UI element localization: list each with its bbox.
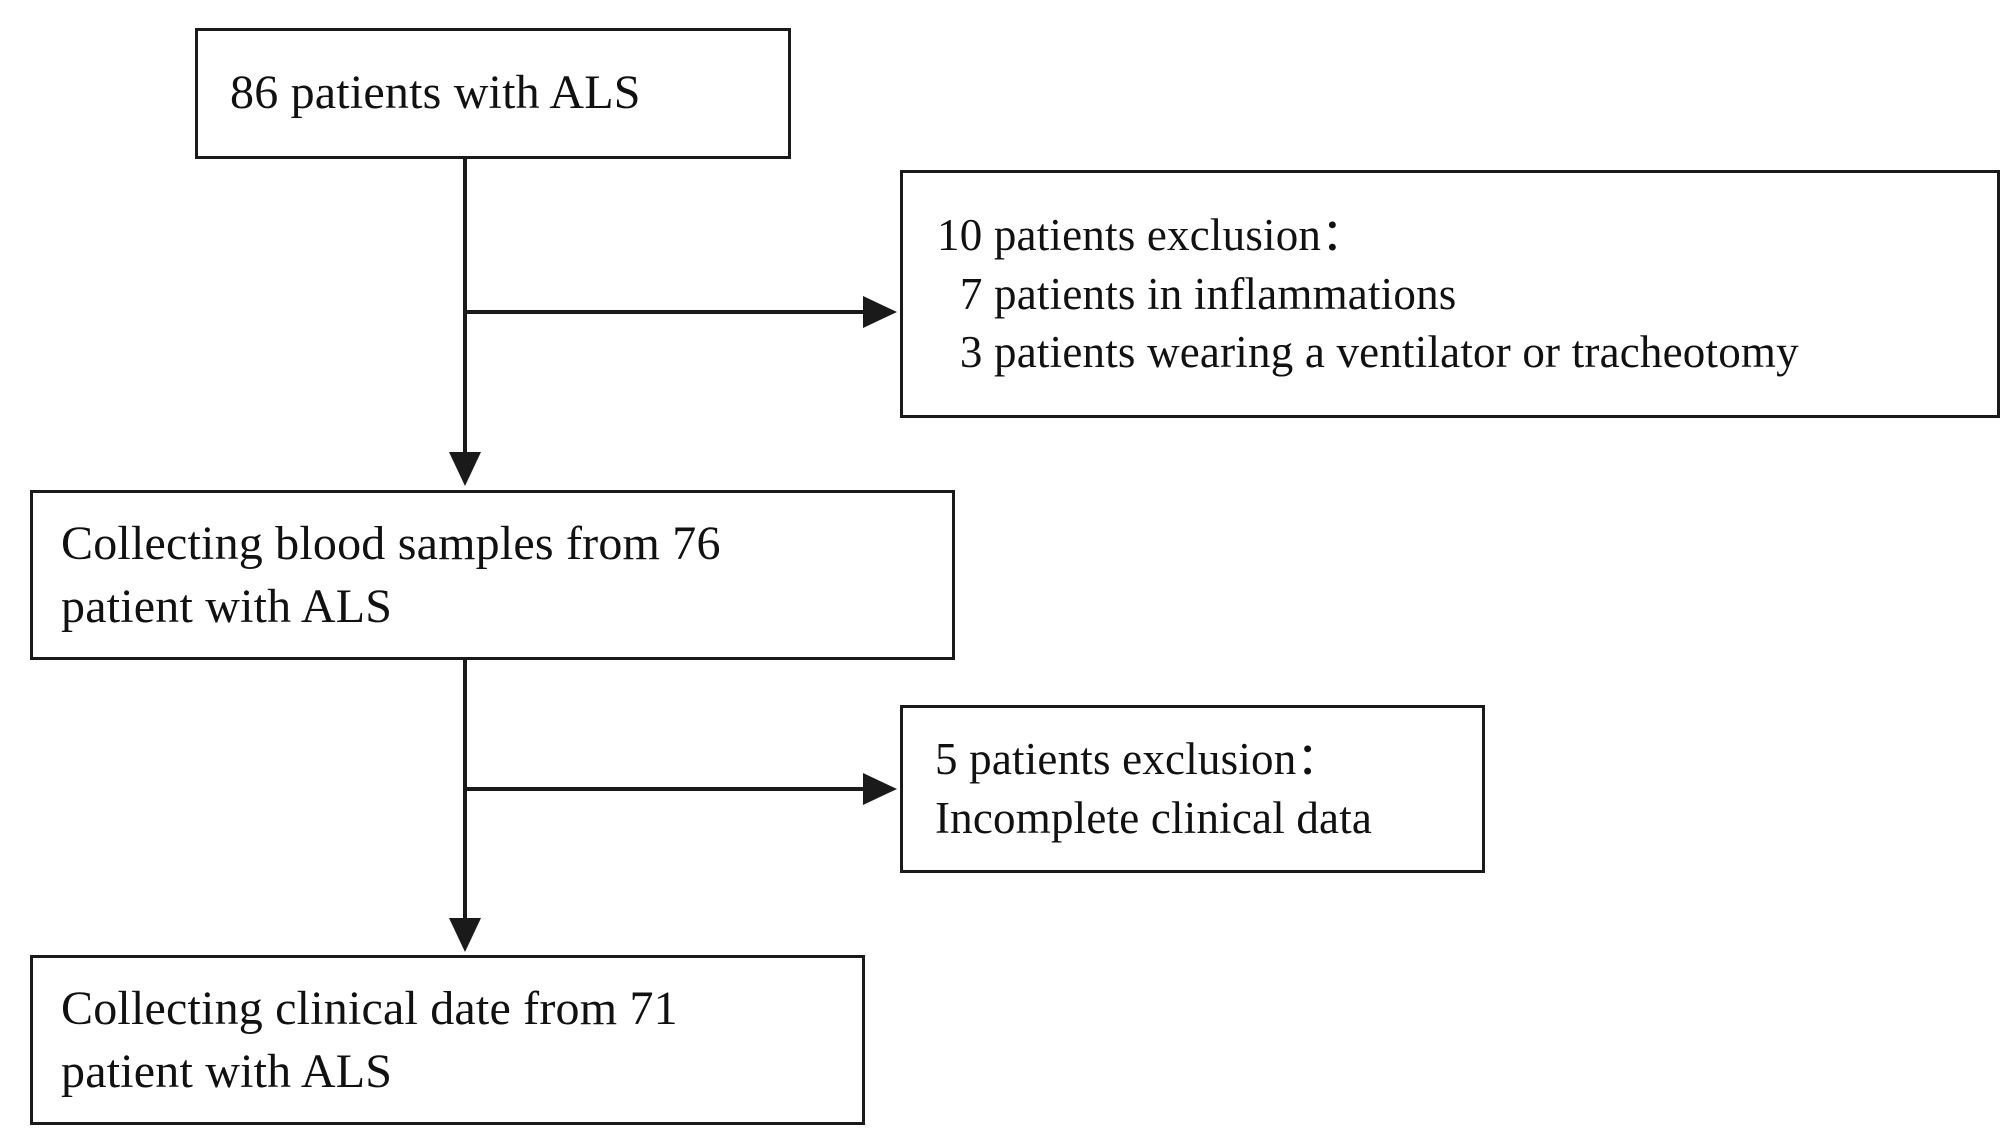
node-clinical-data-cohort: Collecting clinical date from 71 patient…: [30, 955, 865, 1125]
node-exclusion-first-line-2: 7 patients in inflammations: [937, 268, 1457, 319]
edge-enrolled-to-blood-arrowhead: [449, 452, 481, 486]
node-exclusion-first-line-3: 3 patients wearing a ventilator or trach…: [937, 327, 1799, 378]
node-exclusion-first-line-1: 10 patients exclusion：: [937, 210, 1367, 261]
edge-blood-to-clinical-line: [463, 660, 467, 922]
node-clinical-data-line-1: Collecting clinical date from 71: [61, 981, 678, 1035]
node-blood-samples-line-1: Collecting blood samples from 76: [61, 516, 721, 570]
node-enrolled-cohort: 86 patients with ALS: [195, 28, 791, 159]
edge-enrolled-to-exclusion-line: [463, 310, 867, 314]
node-enrolled-line-1: 86 patients with ALS: [230, 66, 641, 120]
edge-enrolled-to-blood-line: [463, 159, 467, 456]
node-blood-samples-line-2: patient with ALS: [61, 580, 393, 633]
node-blood-samples-cohort: Collecting blood samples from 76 patient…: [30, 490, 955, 660]
node-exclusion-first: 10 patients exclusion： 7 patients in inf…: [900, 170, 2000, 418]
node-exclusion-second: 5 patients exclusion： Incomplete clinica…: [900, 705, 1485, 873]
node-exclusion-second-line-2: Incomplete clinical data: [935, 793, 1373, 843]
edge-blood-to-clinical-arrowhead: [449, 918, 481, 952]
edge-blood-to-exclusion-line: [463, 787, 867, 791]
node-clinical-data-line-2: patient with ALS: [61, 1045, 393, 1098]
edge-blood-to-exclusion-arrowhead: [863, 773, 897, 805]
node-exclusion-second-line-1: 5 patients exclusion：: [935, 733, 1342, 784]
edge-enrolled-to-exclusion-arrowhead: [863, 296, 897, 328]
